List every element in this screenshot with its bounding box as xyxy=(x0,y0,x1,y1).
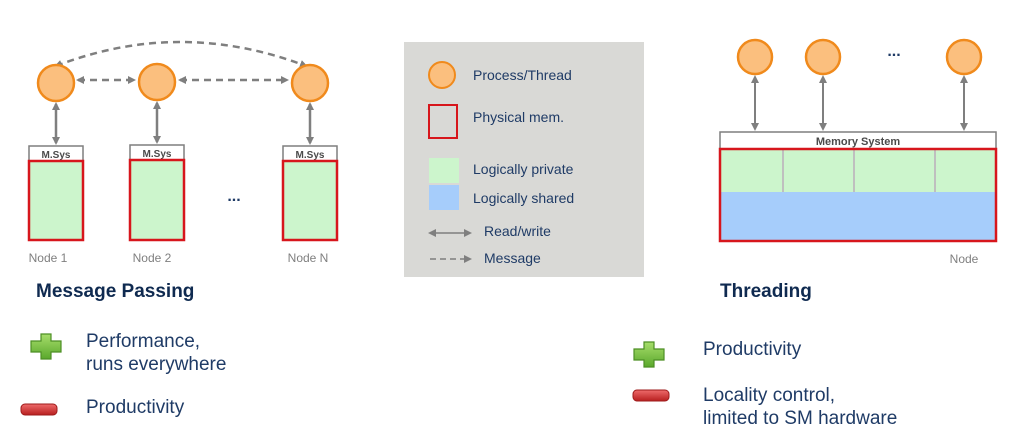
node-label-n: Node N xyxy=(288,251,329,265)
process-node-n xyxy=(290,63,330,103)
legend-readwrite-label: Read/write xyxy=(484,223,551,239)
thread-1 xyxy=(736,38,774,76)
legend-process-swatch xyxy=(428,61,456,89)
message-arrow-curved xyxy=(54,40,308,68)
thread-n xyxy=(945,38,983,76)
threading-pro: Productivity xyxy=(703,339,802,360)
threading-diagram: ... Memory System Node xyxy=(718,38,998,266)
threads-ellipsis: ... xyxy=(887,43,900,60)
threading-con: Locality control, limited to SM hardware xyxy=(703,385,898,429)
node-label-2: Node 2 xyxy=(133,251,172,265)
shared-region xyxy=(721,192,995,241)
threading-node-label: Node xyxy=(950,252,979,266)
legend-physical-swatch xyxy=(428,104,458,139)
legend-private-swatch xyxy=(429,158,459,183)
node-memory-border xyxy=(718,147,998,243)
thread-2 xyxy=(804,38,842,76)
plus-icon xyxy=(633,341,665,368)
message-passing-pro: Performance, runs everywhere xyxy=(86,331,227,375)
minus-icon xyxy=(20,403,58,416)
node-label-1: Node 1 xyxy=(29,251,68,265)
legend-message-label: Message xyxy=(484,250,541,266)
msys-label-2: M.Sys xyxy=(143,149,172,160)
message-passing-con: Productivity xyxy=(86,397,185,418)
plus-icon xyxy=(30,333,62,360)
message-passing-heading: Message Passing xyxy=(36,281,195,302)
private-region xyxy=(721,150,995,192)
message-passing-diagram: M.Sys M.Sys M.Sys ... Node 1 Node 2 Node… xyxy=(27,40,339,265)
threading-heading: Threading xyxy=(720,281,812,302)
nodes-ellipsis: ... xyxy=(227,188,240,205)
legend-shared-label: Logically shared xyxy=(473,190,574,206)
process-node-1 xyxy=(36,63,76,103)
node-memory-1 xyxy=(27,159,85,242)
memory-system-label: Memory System xyxy=(816,136,901,148)
legend-private-label: Logically private xyxy=(473,161,574,177)
legend-process-label: Process/Thread xyxy=(473,67,572,83)
process-node-2 xyxy=(137,62,177,102)
legend-shared-swatch xyxy=(429,185,459,210)
legend-physical-label: Physical mem. xyxy=(473,109,564,125)
legend: Process/Thread Physical mem. Logically p… xyxy=(404,42,644,277)
node-memory-2 xyxy=(128,158,186,242)
msys-label-1: M.Sys xyxy=(42,150,71,161)
msys-label-n: M.Sys xyxy=(296,150,325,161)
node-memory-n xyxy=(281,159,339,242)
minus-icon xyxy=(632,389,670,402)
